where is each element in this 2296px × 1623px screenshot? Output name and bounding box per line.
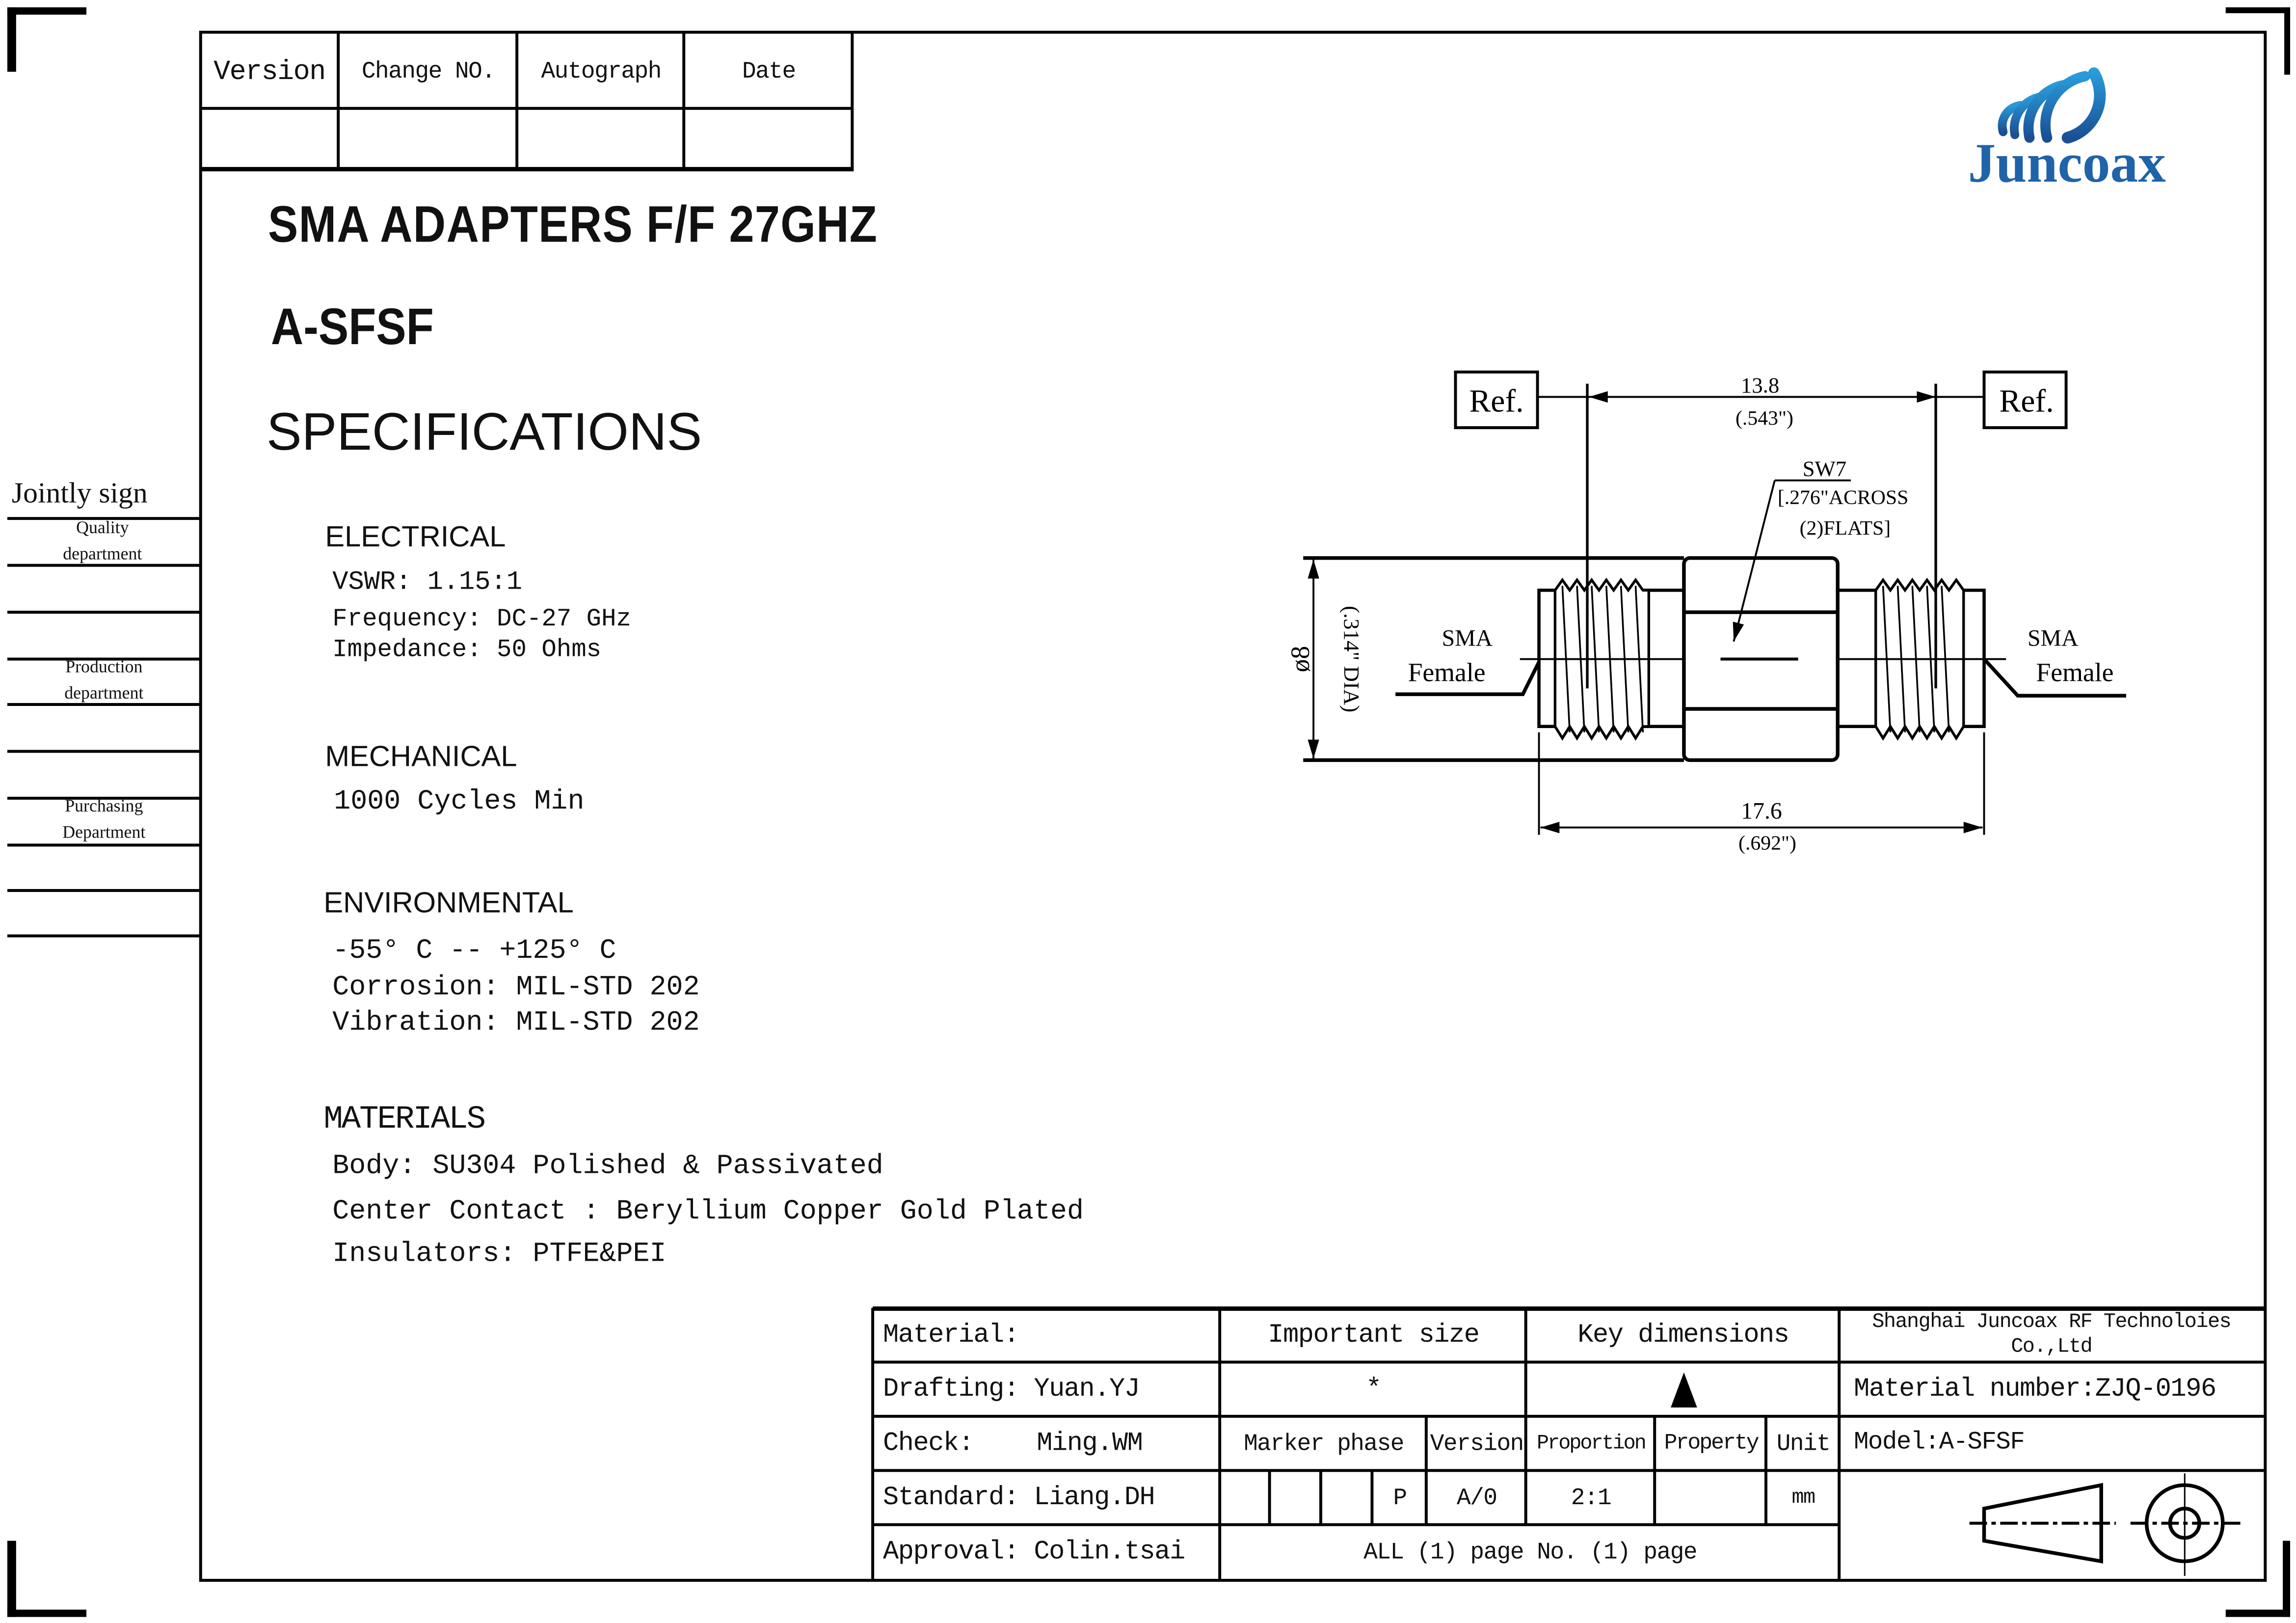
dia-mm: ø8 <box>1285 646 1315 673</box>
property-label: Property <box>1664 1431 1760 1456</box>
signal-waves-icon: Juncoax <box>1968 67 2166 194</box>
rev-header-autograph: Autograph <box>541 58 662 85</box>
dept-quality: Quality department <box>63 517 142 564</box>
model-title: A-SFSF <box>270 298 434 356</box>
corner-mark-tl-h <box>7 7 87 15</box>
material-number: Material number:ZJQ-0196 <box>1853 1374 2216 1404</box>
material-field: Material: <box>882 1320 1019 1350</box>
rev-header-date: Date <box>742 58 796 85</box>
dim-top-mm: 13.8 <box>1741 373 1779 398</box>
standard-field: Standard: Liang.DH <box>882 1483 1155 1513</box>
marker-phase-value: P <box>1393 1484 1408 1511</box>
materials-heading: MATERIALS <box>323 1101 486 1138</box>
left-connector-gender: Female <box>1408 657 1486 687</box>
approval-field: Approval: Colin.tsai <box>882 1537 1185 1567</box>
rev-header-version: Version <box>214 55 326 88</box>
ref-box-left <box>1454 370 1539 430</box>
spec-insulators: Insulators: PTFE&PEI <box>332 1237 667 1270</box>
key-dimensions-label: Key dimensions <box>1577 1320 1789 1350</box>
dim-bottom-inch: (.692") <box>1738 832 1796 854</box>
ref-right-label: Ref. <box>1999 383 2054 419</box>
corner-mark-br <box>2283 1541 2291 1617</box>
ref-left-label: Ref. <box>1469 383 1523 419</box>
page-count: ALL (1) page No. (1) page <box>1363 1539 1697 1565</box>
unit-label: Unit <box>1776 1430 1831 1457</box>
version-label: Version <box>1430 1430 1524 1457</box>
drafting-field: Drafting: Yuan.YJ <box>882 1374 1140 1404</box>
sheet-frame <box>199 30 2267 1582</box>
model-field: Model:A-SFSF <box>1853 1429 2025 1458</box>
product-title: SMA ADAPTERS F/F 27GHZ <box>267 196 878 254</box>
spec-cycles: 1000 Cycles Min <box>334 785 585 817</box>
dim-top-inch: (.543") <box>1735 407 1793 430</box>
environmental-heading: ENVIRONMENTAL <box>323 887 574 920</box>
corner-mark-tl <box>7 7 16 72</box>
juncoax-logo: Juncoax <box>1962 55 2241 194</box>
check-name: Ming.WM <box>1037 1429 1143 1458</box>
corner-mark-bl <box>7 1541 16 1617</box>
sw-label: SW7 <box>1803 457 1847 481</box>
version-value: A/0 <box>1457 1484 1497 1511</box>
corner-mark-bl-h <box>7 1609 87 1617</box>
logo-text: Juncoax <box>1968 132 2166 190</box>
dept-production: Production department <box>64 656 144 703</box>
proportion-label: Proportion <box>1537 1432 1647 1456</box>
corner-mark-br-h <box>2225 1609 2291 1617</box>
important-size-label: Important size <box>1268 1320 1480 1350</box>
proportion-value: 2:1 <box>1571 1484 1612 1511</box>
sw-flats: (2)FLATS] <box>1800 517 1891 540</box>
spec-center-contact: Center Contact : Beryllium Copper Gold P… <box>332 1195 1084 1228</box>
spec-body: Body: SU304 Polished & Passivated <box>332 1149 883 1182</box>
key-dimension-triangle-icon <box>1527 1362 1839 1416</box>
check-label: Check: <box>882 1429 974 1458</box>
corner-mark-tr <box>2284 7 2291 75</box>
property-value <box>1656 1470 1766 1524</box>
corner-mark-tr-h <box>2225 7 2291 13</box>
marker-phase-label: Marker phase <box>1244 1430 1404 1457</box>
electrical-heading: ELECTRICAL <box>325 521 506 554</box>
spec-vibration: Vibration: MIL-STD 202 <box>332 1006 700 1039</box>
company-name: Shanghai Juncoax RF Technoloies Co.,Ltd <box>1872 1310 2231 1359</box>
spec-impedance: Impedance: 50 Ohms <box>332 637 602 665</box>
right-connector-gender: Female <box>2036 657 2113 687</box>
left-connector-type: SMA <box>1442 625 1493 651</box>
projection-symbol-icon <box>1969 1473 2243 1576</box>
spec-temperature: -55° C -- +125° C <box>332 934 616 967</box>
rev-header-change-no: Change NO. <box>361 58 496 85</box>
dim-bottom-mm: 17.6 <box>1741 798 1782 824</box>
sw-across: [.276"ACROSS <box>1778 486 1908 509</box>
right-connector-type: SMA <box>2028 625 2079 651</box>
spec-corrosion: Corrosion: MIL-STD 202 <box>332 971 700 1003</box>
ref-box-right <box>1982 370 2068 430</box>
important-size-symbol: * <box>1366 1374 1382 1404</box>
spec-vswr: VSWR: 1.15:1 <box>332 568 522 598</box>
specifications-heading: SPECIFICATIONS <box>266 401 702 461</box>
dept-purchasing: Purchasing Department <box>62 795 146 842</box>
mechanical-heading: MECHANICAL <box>325 741 517 774</box>
dia-inch: (.314" DIA) <box>1339 606 1364 712</box>
unit-value: mm <box>1791 1486 1815 1510</box>
spec-frequency: Frequency: DC-27 GHz <box>332 606 631 634</box>
jointly-sign-label: Jointly sign <box>11 477 148 510</box>
